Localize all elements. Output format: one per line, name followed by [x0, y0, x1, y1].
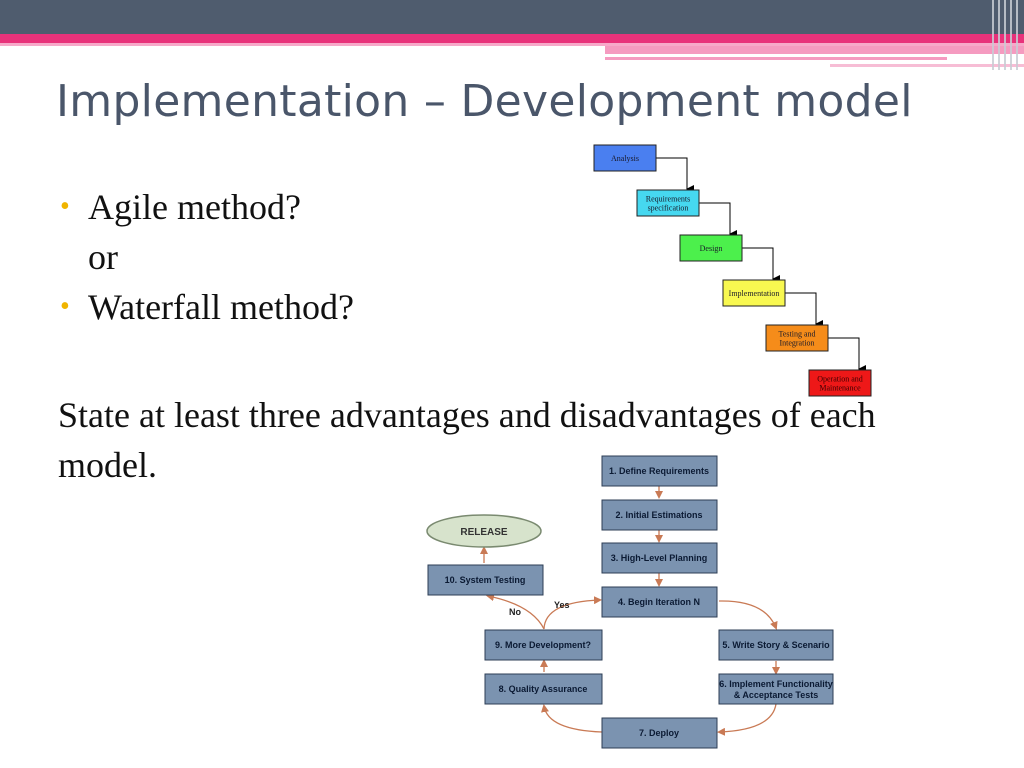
arrow-9-to-10-no [486, 593, 545, 630]
header-stripe-pink [0, 34, 1024, 43]
waterfall-arrow [742, 247, 780, 283]
vertical-line [992, 0, 994, 70]
node-2-initial-estimations: 2. Initial Estimations [601, 499, 718, 531]
waterfall-step-label: specification [648, 204, 689, 213]
node-label: 4. Begin Iteration N [618, 597, 700, 607]
node-label-line-1: 6. Implement Functionality [719, 679, 833, 689]
vertical-line [1010, 0, 1012, 70]
node-box [601, 542, 718, 574]
waterfall-step-box [808, 369, 872, 397]
node-label: 10. System Testing [445, 575, 526, 585]
node-4-begin-iteration: 4. Begin Iteration N [601, 586, 718, 618]
node-label: 8. Quality Assurance [499, 684, 588, 694]
node-label: 3. High-Level Planning [611, 553, 708, 563]
waterfall-arrow [656, 157, 694, 193]
waterfall-diagram: AnalysisRequirementsspecificationDesignI… [593, 144, 872, 397]
bullet-text: or [88, 237, 118, 277]
waterfall-arrow [699, 202, 737, 238]
waterfall-step-label: Integration [779, 339, 814, 348]
waterfall-step-label: Requirements [646, 195, 690, 204]
node-1-define-requirements: 1. Define Requirements [601, 455, 718, 487]
node-label-line-2: & Acceptance Tests [734, 690, 819, 700]
header-stripe-light [0, 43, 1024, 46]
node-3-high-level-planning: 3. High-Level Planning [601, 542, 718, 574]
waterfall-arrow [828, 337, 866, 373]
node-9-more-development: 9. More Development? [484, 629, 603, 661]
assignment-prompt: State at least three advantages and disa… [58, 395, 876, 485]
accent-stripe [830, 64, 1024, 67]
vertical-line [1004, 0, 1006, 70]
node-5-write-story: 5. Write Story & Scenario [718, 629, 834, 661]
waterfall-step-box [765, 324, 829, 352]
arrow-7-to-8 [541, 704, 603, 733]
slide-title: Implementation – Development model [56, 76, 913, 127]
agile-diagram: RELEASE 1. Define Requirements 2. Initia… [426, 455, 834, 749]
node-label: 7. Deploy [639, 728, 679, 738]
waterfall-step-box [722, 279, 786, 307]
waterfall-step-box [593, 144, 657, 172]
waterfall-step-label: Maintenance [819, 384, 861, 393]
waterfall-step-label: Testing and [779, 330, 816, 339]
node-6-implement-functionality: 6. Implement Functionality & Acceptance … [718, 673, 834, 705]
release-label: RELEASE [460, 527, 508, 538]
waterfall-step: Analysis [593, 144, 657, 172]
node-box [601, 499, 718, 531]
arrow-9-to-4-yes [543, 596, 602, 630]
node-box [427, 564, 544, 596]
vertical-line [1016, 0, 1018, 70]
arrow-4-to-5 [718, 600, 778, 630]
waterfall-step-label: Design [700, 244, 723, 253]
node-box [718, 673, 834, 705]
no-label: No [509, 607, 521, 617]
header-stripe-accents [605, 46, 1024, 68]
accent-stripe [605, 57, 947, 60]
waterfall-step-label: Analysis [611, 154, 639, 163]
node-box [484, 673, 603, 705]
node-box [601, 586, 718, 618]
waterfall-arrows [656, 157, 866, 373]
node-box [601, 455, 718, 487]
release-node [426, 514, 542, 548]
vertical-line [998, 0, 1000, 70]
waterfall-step-box [636, 189, 700, 217]
waterfall-arrow [785, 292, 823, 328]
waterfall-step-label: Operation and [817, 375, 863, 384]
waterfall-step: Design [679, 234, 743, 262]
header-vertical-lines [988, 0, 1024, 70]
waterfall-step-label: Implementation [729, 289, 780, 298]
bullet-dot-icon: • [60, 191, 70, 222]
bullet-dot-icon: • [60, 291, 70, 322]
header-bar [0, 0, 1024, 34]
bullet-text: Agile method? [88, 187, 301, 227]
node-box [601, 717, 718, 749]
agile-arrows [480, 486, 780, 736]
node-box [484, 629, 603, 661]
node-box [718, 629, 834, 661]
node-label: 2. Initial Estimations [615, 510, 702, 520]
node-label: 1. Define Requirements [609, 466, 709, 476]
waterfall-step: Implementation [722, 279, 786, 307]
bullet-item: • Agile method? [58, 182, 354, 232]
node-label: 5. Write Story & Scenario [722, 640, 830, 650]
bullet-text: Waterfall method? [88, 287, 354, 327]
arrow-6-to-7 [717, 703, 777, 736]
waterfall-steps: AnalysisRequirementsspecificationDesignI… [593, 144, 872, 397]
node-8-quality-assurance: 8. Quality Assurance [484, 673, 603, 705]
bullet-item: • Waterfall method? [58, 282, 354, 332]
bullet-item: or [58, 232, 354, 282]
node-7-deploy: 7. Deploy [601, 717, 718, 749]
node-label: 9. More Development? [495, 640, 591, 650]
node-10-system-testing: 10. System Testing [427, 564, 544, 596]
bullet-list: • Agile method? or • Waterfall method? [58, 182, 354, 332]
yes-label: Yes [554, 600, 570, 610]
waterfall-step-box [679, 234, 743, 262]
accent-stripe [605, 46, 1024, 54]
